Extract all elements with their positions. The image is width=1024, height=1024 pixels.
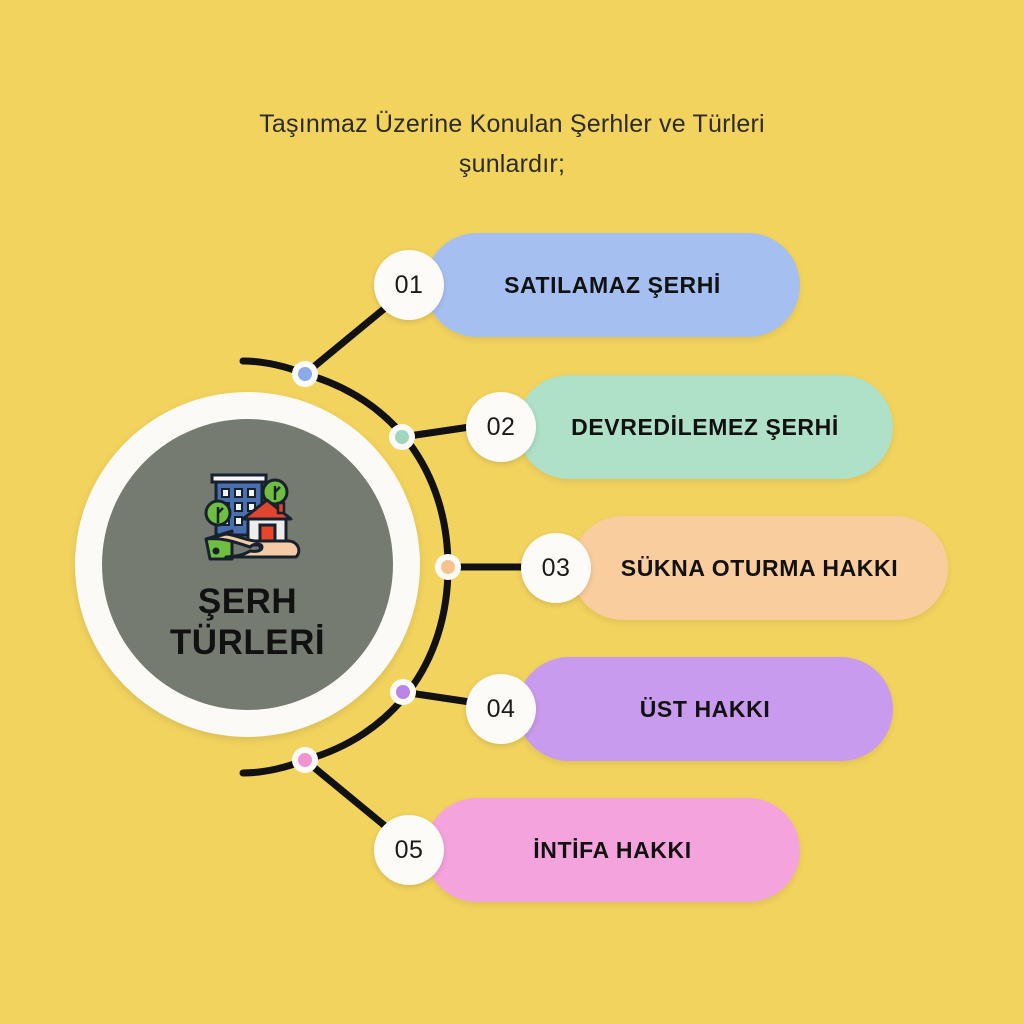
item-number-5: 05 — [394, 835, 424, 864]
node-dot-4 — [390, 679, 416, 705]
item-label-3: SÜKNA OTURMA HAKKI — [620, 554, 899, 581]
item-number-badge-5[interactable]: 05 — [374, 815, 444, 885]
node-dot-3-core — [441, 560, 455, 574]
node-dot-1-core — [298, 367, 312, 381]
item-label-5: İNTİFA HAKKI — [533, 836, 692, 863]
item-pill-3[interactable]: SÜKNA OTURMA HAKKI — [571, 516, 948, 620]
item-number-badge-2[interactable]: 02 — [466, 392, 536, 462]
item-number-badge-3[interactable]: 03 — [521, 533, 591, 603]
spoke-1 — [301, 304, 389, 378]
item-label-1: SATILAMAZ ŞERHİ — [504, 271, 721, 298]
node-dot-2 — [389, 424, 415, 450]
item-pill-1[interactable]: SATILAMAZ ŞERHİ — [425, 233, 800, 337]
item-pill-4[interactable]: ÜST HAKKI — [517, 657, 893, 761]
spoke-5 — [301, 756, 389, 830]
page-title-line-2: şunlardır; — [458, 150, 566, 178]
item-number-badge-4[interactable]: 04 — [466, 674, 536, 744]
item-number-3: 03 — [541, 553, 571, 582]
node-dot-4-core — [396, 685, 410, 699]
item-label-4: ÜST HAKKI — [639, 695, 771, 722]
hand-holding-real-estate-icon — [204, 473, 300, 560]
item-number-1: 01 — [394, 270, 424, 299]
central-hub: ŞERH TÜRLERİ — [75, 392, 420, 737]
item-number-2: 02 — [486, 412, 516, 441]
node-dot-5-core — [298, 753, 312, 767]
node-dot-5 — [292, 747, 318, 773]
hub-label-line-2: TÜRLERİ — [169, 622, 326, 662]
page-title-line-1: Taşınmaz Üzerine Konulan Şerhler ve Türl… — [259, 110, 765, 138]
hub-label-line-1: ŞERH — [197, 581, 298, 621]
page-title: Taşınmaz Üzerine Konulan Şerhler ve Türl… — [0, 104, 1024, 184]
central-hub-inner: ŞERH TÜRLERİ — [102, 419, 393, 710]
node-dot-1 — [292, 361, 318, 387]
hub-label: ŞERH TÜRLERİ — [170, 581, 325, 663]
node-dot-3 — [435, 554, 461, 580]
item-pill-2[interactable]: DEVREDİLEMEZ ŞERHİ — [517, 375, 893, 479]
item-pill-5[interactable]: İNTİFA HAKKI — [425, 798, 800, 902]
item-label-2: DEVREDİLEMEZ ŞERHİ — [571, 413, 839, 440]
item-number-badge-1[interactable]: 01 — [374, 250, 444, 320]
node-dot-2-core — [395, 430, 409, 444]
item-number-4: 04 — [486, 694, 516, 723]
